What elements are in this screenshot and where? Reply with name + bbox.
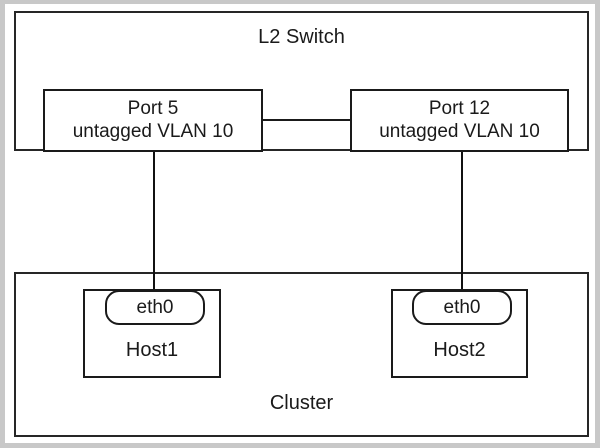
cable-port5-to-host1-eth0 [153, 149, 155, 292]
host-1-label: Host1 [125, 339, 179, 361]
port-12-vlan: untagged VLAN 10 [379, 120, 540, 142]
diagram-canvas: L2 Switch Port 5 untagged VLAN 10 Port 1… [5, 4, 595, 443]
host-1-nic-eth0[interactable]: eth0 [105, 290, 205, 325]
port-5-name: Port 5 [127, 98, 179, 120]
host-2-nic-label: eth0 [443, 296, 481, 318]
l2-switch-title: L2 Switch [258, 26, 345, 48]
switch-port-12[interactable]: Port 12 untagged VLAN 10 [350, 89, 569, 152]
host-1-nic-label: eth0 [136, 296, 174, 318]
port-12-name: Port 12 [428, 98, 491, 120]
cable-port12-to-host2-eth0 [461, 149, 463, 292]
cluster-title: Cluster [269, 392, 334, 414]
port-5-vlan: untagged VLAN 10 [72, 120, 234, 142]
host-2-nic-eth0[interactable]: eth0 [412, 290, 512, 325]
switch-port-5[interactable]: Port 5 untagged VLAN 10 [43, 89, 263, 152]
port-to-port-link-line [261, 119, 352, 121]
host-2-label: Host2 [433, 339, 486, 361]
